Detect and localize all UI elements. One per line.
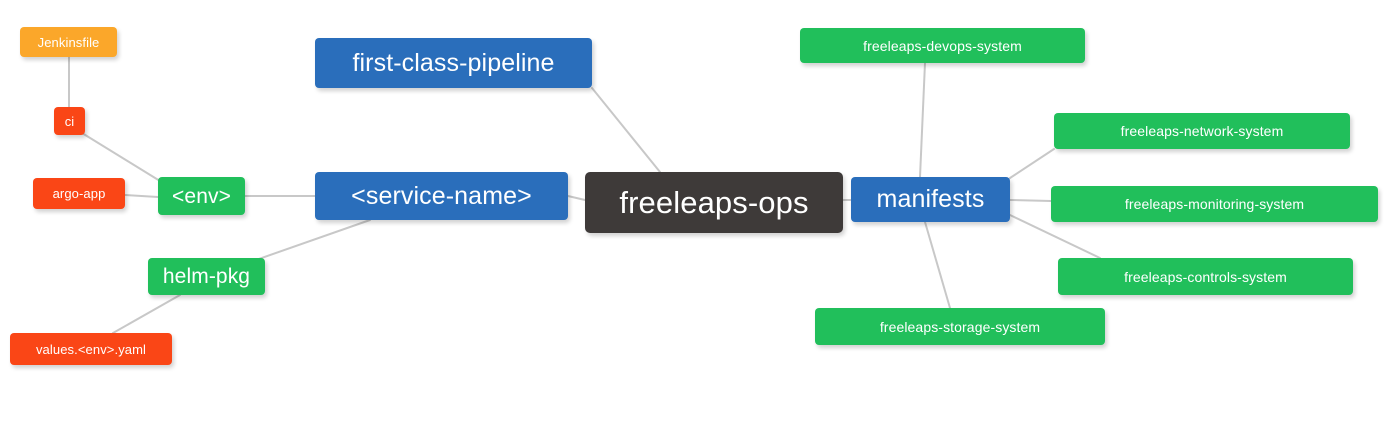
node-label: first-class-pipeline: [352, 48, 555, 77]
node-label: argo-app: [52, 186, 106, 201]
node-freeleaps-controls-system[interactable]: freeleaps-controls-system: [1058, 258, 1353, 295]
node-label: Jenkinsfile: [37, 34, 100, 50]
node-freeleaps-storage-system[interactable]: freeleaps-storage-system: [815, 308, 1105, 345]
node-helm-pkg[interactable]: helm-pkg: [148, 258, 265, 295]
node-label: freeleaps-devops-system: [863, 37, 1022, 54]
node-env[interactable]: <env>: [158, 177, 245, 215]
node-argo-app[interactable]: argo-app: [33, 178, 125, 209]
node-manifests[interactable]: manifests: [851, 177, 1010, 222]
node-label: ci: [64, 113, 75, 129]
node-freeleaps-monitoring-system[interactable]: freeleaps-monitoring-system: [1051, 186, 1378, 222]
node-freeleaps-network-system[interactable]: freeleaps-network-system: [1054, 113, 1350, 149]
edge-argo-app-to-env: [124, 194, 159, 198]
node-label: manifests: [876, 185, 985, 213]
node-freeleaps-devops-system[interactable]: freeleaps-devops-system: [800, 28, 1085, 63]
edge-freeleaps-devops-system-to-manifests: [919, 62, 926, 178]
edge-ci-to-env: [81, 132, 161, 182]
node-label: helm-pkg: [162, 265, 251, 288]
edge-service-name-to-freeleaps-ops: [567, 195, 586, 201]
node-label: <service-name>: [351, 181, 532, 210]
node-jenkinsfile[interactable]: Jenkinsfile: [20, 27, 117, 57]
node-label: values.<env>.yaml: [35, 341, 147, 357]
node-ci[interactable]: ci: [54, 107, 85, 135]
node-label: freeleaps-monitoring-system: [1124, 196, 1305, 212]
node-label: freeleaps-controls-system: [1124, 268, 1287, 285]
node-label: freeleaps-storage-system: [879, 318, 1041, 335]
node-service-name[interactable]: <service-name>: [315, 172, 568, 220]
edge-freeleaps-monitoring-system-to-manifests: [1009, 199, 1052, 202]
edge-values-env-yaml-to-helm-pkg: [112, 294, 181, 334]
node-label: <env>: [172, 184, 231, 208]
node-label: freeleaps-network-system: [1120, 123, 1284, 139]
edge-first-class-pipeline-to-freeleaps-ops: [591, 87, 661, 173]
node-values-env-yaml[interactable]: values.<env>.yaml: [10, 333, 172, 365]
edge-freeleaps-network-system-to-manifests: [1009, 148, 1055, 179]
node-first-class-pipeline[interactable]: first-class-pipeline: [315, 38, 592, 88]
node-freeleaps-ops[interactable]: freeleaps-ops: [585, 172, 843, 233]
edge-helm-pkg-to-service-name: [252, 219, 371, 262]
edge-freeleaps-storage-system-to-manifests: [924, 221, 951, 309]
node-label: freeleaps-ops: [619, 185, 809, 220]
